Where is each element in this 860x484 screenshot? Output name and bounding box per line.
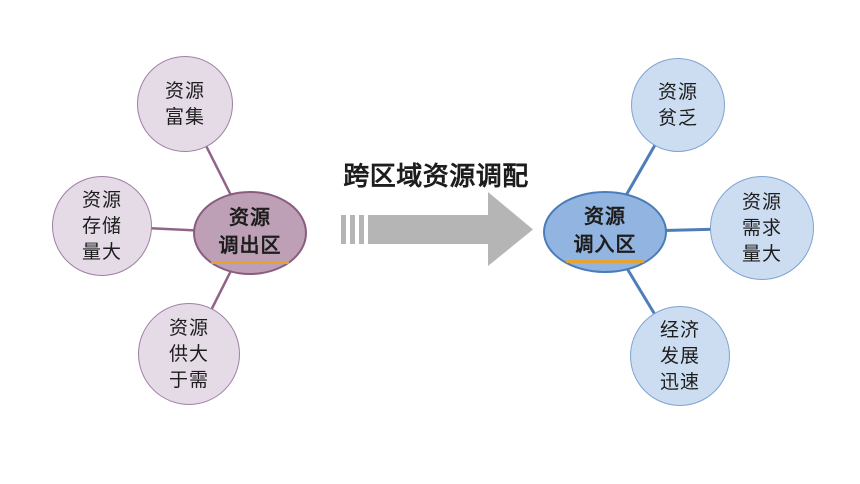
arrow-head (488, 192, 533, 266)
node-large-storage: 资源 存储 量大 (52, 176, 152, 276)
node-label-line: 量大 (81, 241, 122, 263)
node-label-line: 调入区 (573, 231, 637, 256)
node-resource-out-region: 资源 调出区 (193, 191, 307, 275)
arrow-stripe (350, 215, 355, 244)
node-resource-poor: 资源 贫乏 (631, 58, 725, 152)
arrow-stripe (359, 215, 364, 244)
node-label-line: 经济 (659, 319, 700, 341)
node-label-line: 贫乏 (657, 107, 698, 129)
node-label-line: 资源 (229, 204, 271, 229)
node-label-line: 于需 (168, 369, 209, 391)
node-label-line: 资源 (164, 80, 205, 102)
node-resource-rich: 资源 富集 (137, 56, 233, 152)
node-label-line: 量大 (741, 243, 782, 265)
node-resource-in-region: 资源 调入区 (543, 191, 667, 273)
gold-underline (211, 260, 289, 264)
node-label-line: 资源 (584, 203, 626, 228)
node-label-line: 资源 (168, 317, 209, 339)
node-label-line: 需求 (741, 217, 782, 239)
node-label-line: 供大 (168, 343, 209, 365)
arrow-shaft (368, 215, 488, 244)
node-label-line: 存储 (81, 215, 122, 237)
node-large-demand: 资源 需求 量大 (710, 176, 814, 280)
node-rapid-economic-development: 经济 发展 迅速 (630, 306, 730, 406)
node-label-line: 资源 (741, 191, 782, 213)
arrow-stripe (341, 215, 346, 244)
node-supply-exceeds-demand: 资源 供大 于需 (138, 303, 240, 405)
striped-right-arrow-icon (341, 192, 533, 266)
node-label-line: 富集 (164, 106, 205, 128)
diagram-title: 跨区域资源调配 (343, 162, 529, 192)
node-label-line: 资源 (657, 81, 698, 103)
gold-underline (566, 259, 644, 263)
node-label-line: 发展 (659, 345, 700, 367)
node-label-line: 资源 (81, 189, 122, 211)
node-label-line: 迅速 (659, 371, 700, 393)
node-label-line: 调出区 (218, 232, 282, 257)
